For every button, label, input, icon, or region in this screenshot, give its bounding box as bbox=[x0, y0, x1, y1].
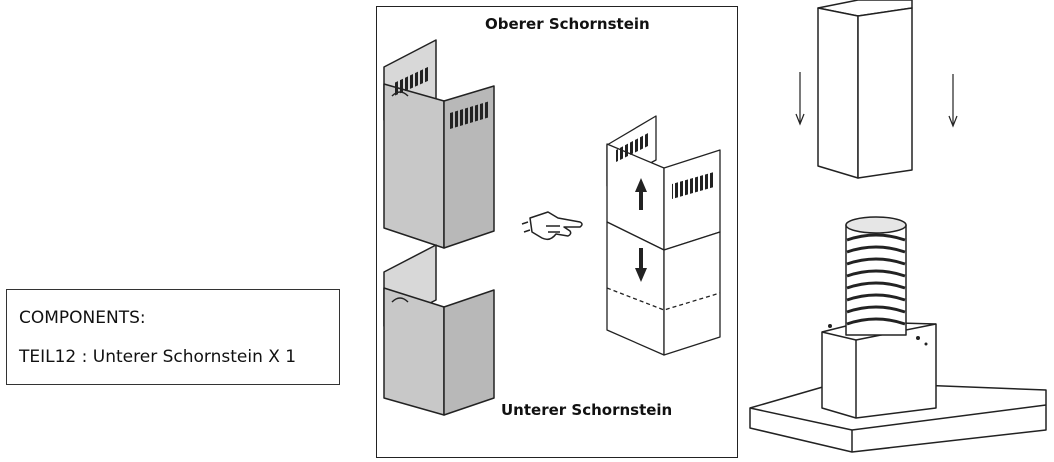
lower-chimney-shaded bbox=[383, 244, 495, 416]
upper-chimney-shaded bbox=[383, 39, 495, 249]
components-title: COMPONENTS: bbox=[19, 308, 146, 328]
range-hood bbox=[749, 216, 1047, 453]
hand-pointing-icon bbox=[521, 211, 583, 241]
mounting-dots bbox=[828, 324, 928, 346]
components-item: TEIL12 : Unterer Schornstein X 1 bbox=[19, 347, 297, 367]
exhaust-pipe-ribs bbox=[846, 233, 906, 326]
assembled-chimney-outline bbox=[606, 115, 721, 356]
chimney-cover bbox=[817, 0, 913, 179]
arrow-up-icon bbox=[635, 178, 647, 210]
upper-chimney-label: Oberer Schornstein bbox=[485, 15, 650, 33]
components-box: COMPONENTS: TEIL12 : Unterer Schornstein… bbox=[6, 289, 340, 385]
arrow-down-icon bbox=[635, 248, 647, 282]
downward-arrow-lines bbox=[795, 72, 958, 128]
lower-chimney-label: Unterer Schornstein bbox=[501, 401, 673, 419]
